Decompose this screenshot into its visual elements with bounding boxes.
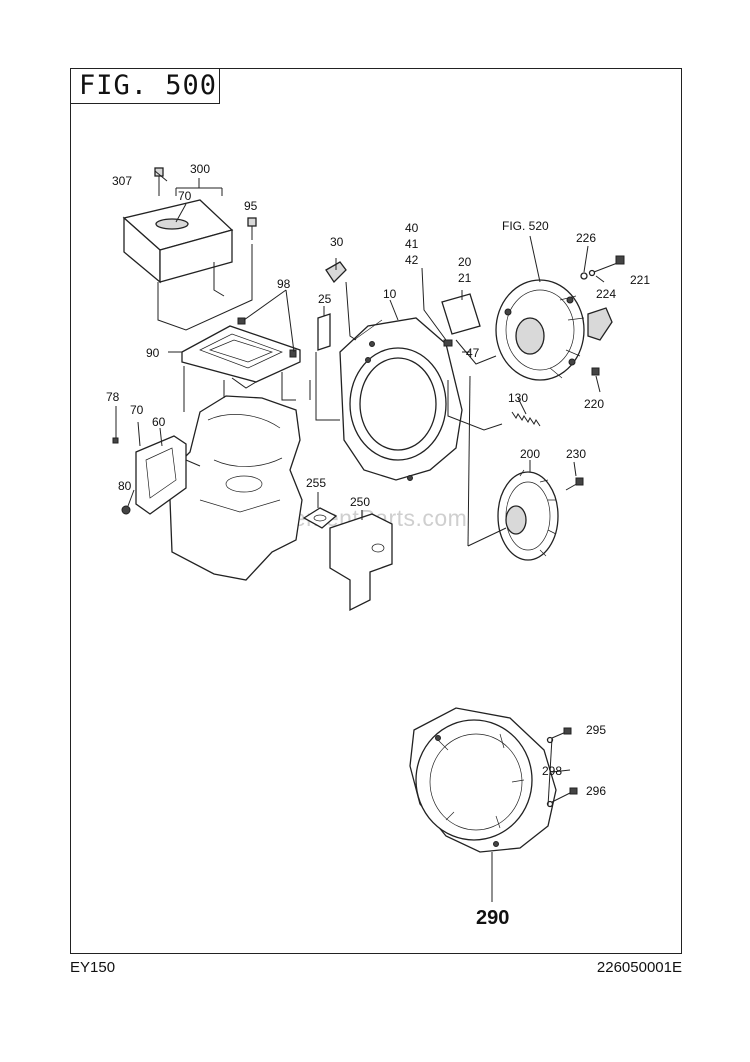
callout-30: 30: [330, 235, 344, 249]
callout-21: 21: [458, 271, 472, 285]
bolt-80-part[interactable]: [121, 505, 131, 515]
callout-labels: 307 300 70 95 98 90 30 25 10 40 41 42 20…: [106, 162, 650, 929]
callout-80: 80: [118, 479, 132, 493]
callout-224: 224: [596, 287, 616, 301]
fan-housing-part[interactable]: [339, 317, 463, 481]
callout-255: 255: [306, 476, 326, 490]
callout-10: 10: [383, 287, 397, 301]
callout-70-top: 70: [178, 189, 192, 203]
shroud-cover-part[interactable]: [122, 199, 234, 297]
callout-250: 250: [350, 495, 370, 509]
gasket-part[interactable]: [302, 507, 338, 529]
baffle-plate-part[interactable]: [181, 325, 301, 389]
screws-98-part[interactable]: [237, 317, 297, 358]
leader-lines: [115, 170, 605, 902]
callout-200: 200: [520, 447, 540, 461]
callout-fig-520: FIG. 520: [502, 219, 549, 233]
plate-25-part[interactable]: [317, 313, 331, 351]
callout-296: 296: [586, 784, 606, 798]
callout-221: 221: [630, 273, 650, 287]
callout-307: 307: [112, 174, 132, 188]
callout-226: 226: [576, 231, 596, 245]
callout-70-left: 70: [130, 403, 144, 417]
callout-60: 60: [152, 415, 166, 429]
callout-25: 25: [318, 292, 332, 306]
figure-title: FIG. 500: [70, 68, 220, 104]
callout-290: 290: [476, 907, 509, 929]
callout-220: 220: [584, 397, 604, 411]
washers-298-part[interactable]: [546, 736, 554, 808]
callout-90: 90: [146, 346, 160, 360]
screw-296-part[interactable]: [551, 787, 578, 803]
callout-300: 300: [190, 162, 210, 176]
figure-frame: [70, 68, 682, 954]
callout-230: 230: [566, 447, 586, 461]
bolts-40-41-42-part[interactable]: [443, 339, 453, 347]
callout-40: 40: [405, 221, 419, 235]
callout-298: 298: [542, 764, 562, 778]
screw-295-part[interactable]: [551, 727, 572, 739]
bolt-78-part[interactable]: [112, 437, 119, 444]
callout-78: 78: [106, 390, 120, 404]
callout-20: 20: [458, 255, 472, 269]
bracket-part[interactable]: [329, 513, 393, 612]
starter-handle-part[interactable]: [587, 307, 613, 341]
bolt-230-part[interactable]: [565, 477, 584, 491]
fan-cover-ring-part[interactable]: [409, 707, 557, 853]
callout-41: 41: [405, 237, 419, 251]
callout-42: 42: [405, 253, 419, 267]
callout-47: 47: [466, 346, 480, 360]
recoil-starter-part[interactable]: [495, 279, 585, 381]
bolt-307-part[interactable]: [154, 167, 164, 196]
clip-30-part[interactable]: [325, 261, 347, 284]
bolt-95-part[interactable]: [247, 217, 257, 240]
callout-130: 130: [508, 391, 528, 405]
model-label: EY150: [70, 959, 116, 976]
starter-pulley-part[interactable]: [497, 469, 559, 561]
spring-part[interactable]: [511, 411, 541, 427]
drawing-code: 226050001E: [596, 959, 682, 976]
callout-295: 295: [586, 723, 606, 737]
bolt-220-part[interactable]: [591, 367, 600, 376]
engine-block-part[interactable]: [169, 395, 303, 581]
callout-98: 98: [277, 277, 291, 291]
label-plate-20-part[interactable]: [441, 293, 481, 335]
callout-95: 95: [244, 199, 258, 213]
side-plate-part[interactable]: [135, 435, 187, 515]
bolt-221-part[interactable]: [580, 255, 625, 280]
